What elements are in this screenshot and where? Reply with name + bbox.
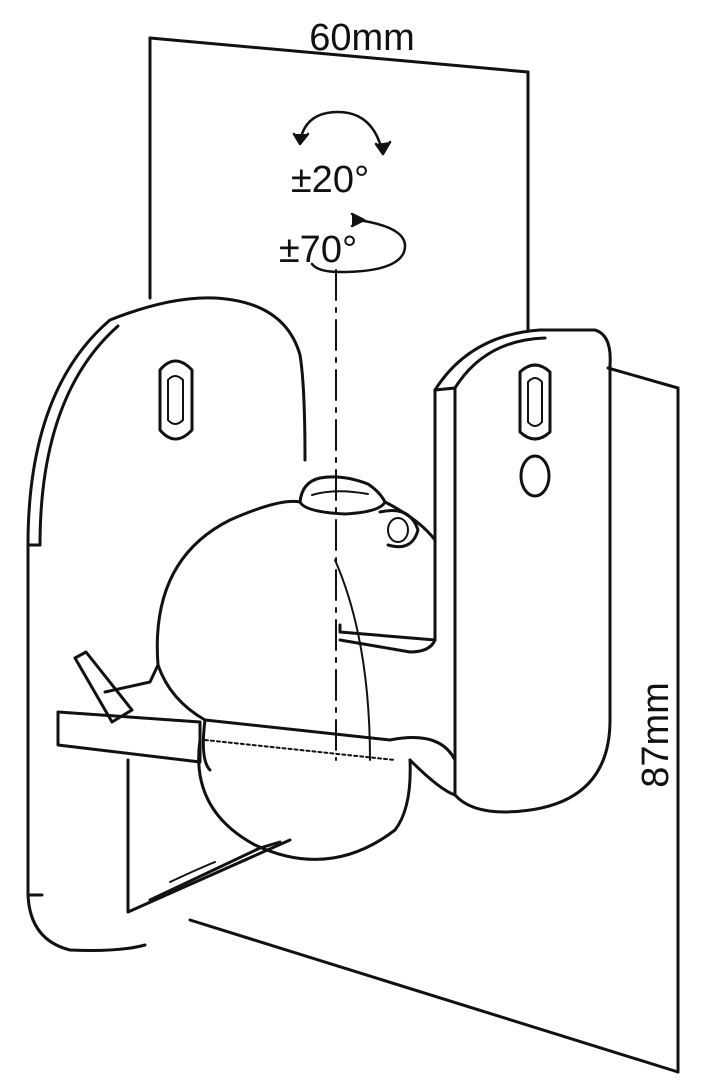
right-flange xyxy=(338,328,612,814)
height-dimension-label: 87mm xyxy=(635,682,677,788)
ball-joint xyxy=(155,475,457,861)
swivel-arrow-icon xyxy=(310,212,407,274)
tilt-angle-label: ±20° xyxy=(291,159,369,201)
left-flange xyxy=(26,296,307,952)
width-dimension-label: 60mm xyxy=(309,17,415,59)
tilt-arrow-icon xyxy=(292,110,392,156)
wall-plate xyxy=(148,36,680,1074)
mounting-arm xyxy=(56,650,292,914)
swivel-angle-label: ±70° xyxy=(279,229,357,271)
